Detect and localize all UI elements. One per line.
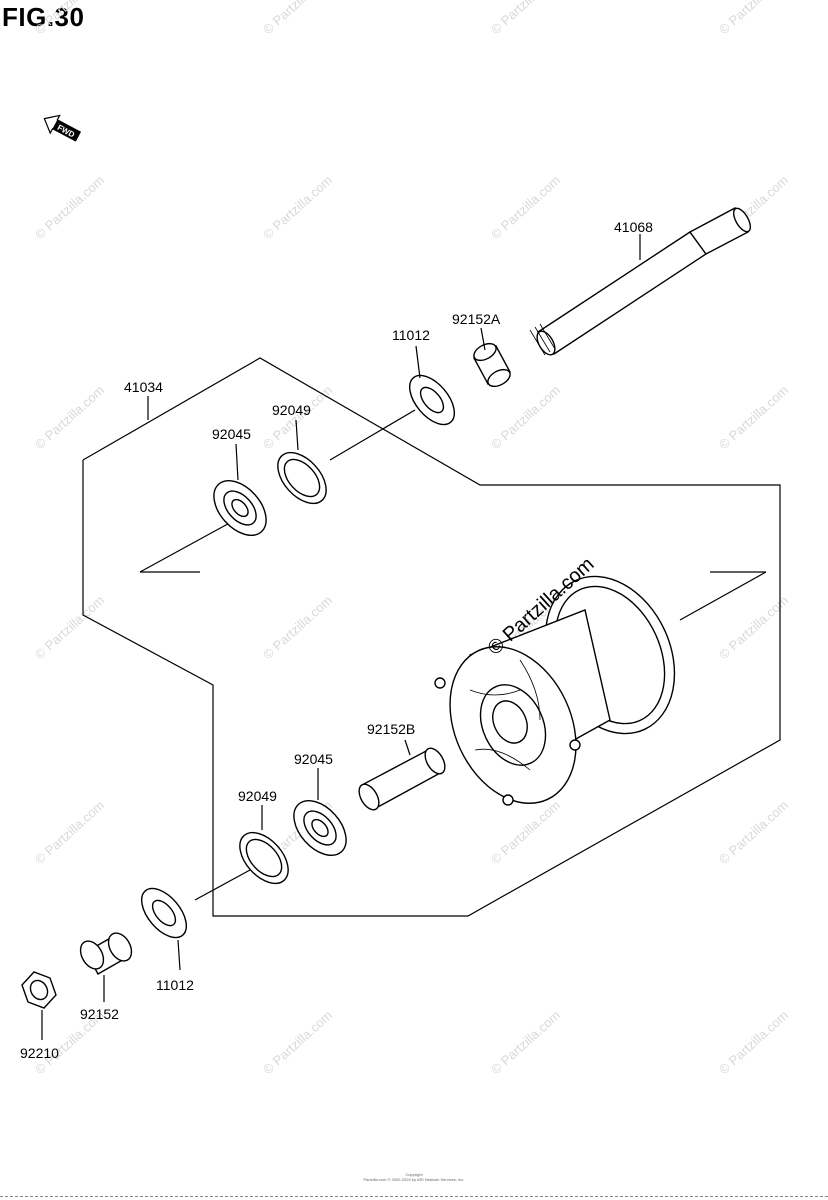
watermark-text: © Partzilla.com <box>32 592 107 662</box>
copyright-notice: Copyright Partzilla.com © 2002-2025 by A… <box>0 1172 828 1182</box>
label-axle: 41068 <box>614 219 653 235</box>
watermark-text: © Partzilla.com <box>488 0 563 37</box>
label-bearing-bottom: 92045 <box>294 751 333 767</box>
watermark-text: © Partzilla.com <box>260 172 335 242</box>
bearing-bottom <box>293 800 347 856</box>
seal-bottom <box>140 887 188 939</box>
bottom-rule <box>0 1196 828 1197</box>
wheel-hub <box>434 575 676 806</box>
copyright-line-1: Copyright <box>405 1172 423 1177</box>
axis-line <box>329 409 416 461</box>
spacer-b <box>358 747 446 811</box>
label-seal-bottom: 11012 <box>156 977 194 993</box>
label-collar: 92152 <box>80 1006 119 1022</box>
label-circlip-bottom: 92049 <box>238 788 277 804</box>
leader-lines <box>41 234 641 1040</box>
fwd-arrow-icon: FWD <box>43 114 82 142</box>
label-hub-assembly: 41034 <box>124 379 163 395</box>
label-spacer-b: 92152B <box>367 721 415 737</box>
label-bearing-top: 92045 <box>212 426 251 442</box>
label-collar-a: 92152A <box>452 311 501 327</box>
watermark-text: © Partzilla.com <box>260 1007 335 1077</box>
leader-hub-right <box>679 571 767 621</box>
watermark-text: © Partzilla.com <box>32 382 107 452</box>
watermark-text: © Partzilla.com <box>716 1007 791 1077</box>
watermark-text: © Partzilla.com <box>32 172 107 242</box>
watermark-text: © Partzilla.com <box>488 797 563 867</box>
hub-assembly-outline <box>82 357 781 917</box>
circlip-bottom <box>239 831 289 885</box>
label-circlip-top: 92049 <box>272 402 311 418</box>
bearing-top <box>213 480 267 536</box>
leader-bearing-top <box>139 519 236 573</box>
circlip-top <box>277 451 327 505</box>
watermark-text: © Partzilla.com <box>716 0 791 37</box>
label-nut: 92210 <box>20 1045 59 1061</box>
watermark-text: © Partzilla.com <box>32 797 107 867</box>
figure-title: FIG.30 <box>2 2 85 32</box>
watermark-text: © Partzilla.com <box>488 1007 563 1077</box>
watermark-text: © Partzilla.com <box>260 592 335 662</box>
label-seal-top: 11012 <box>392 327 430 343</box>
watermark-text: © Partzilla.com <box>488 172 563 242</box>
copyright-line-2: Partzilla.com © 2002-2025 by ARI Network… <box>363 1177 465 1182</box>
collar-a <box>473 342 511 388</box>
axle <box>529 207 752 356</box>
seal-top <box>408 374 456 426</box>
watermark-text: © Partzilla.com <box>488 382 563 452</box>
axis-line <box>194 869 251 901</box>
watermark-text: © Partzilla.com <box>716 797 791 867</box>
watermark-text: © Partzilla.com <box>716 382 791 452</box>
watermark-text: © Partzilla.com <box>32 0 107 37</box>
watermark-text: © Partzilla.com <box>260 0 335 37</box>
collar <box>79 932 133 975</box>
nut <box>21 971 57 1009</box>
